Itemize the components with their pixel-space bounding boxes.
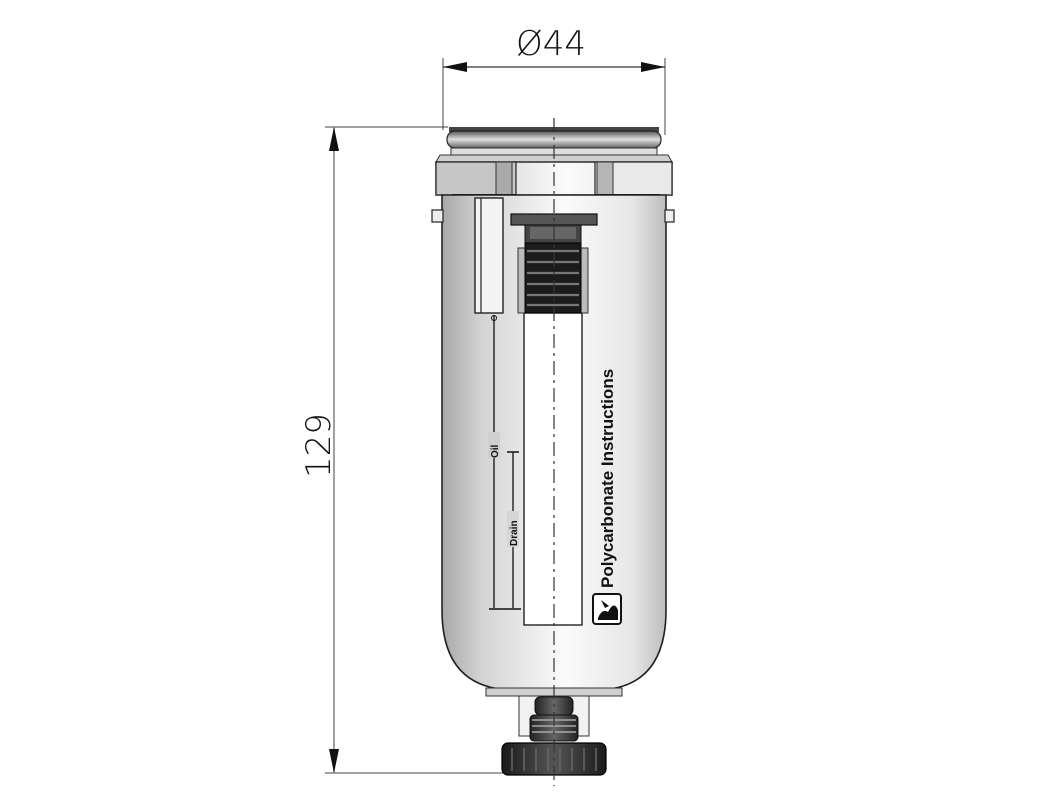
diameter-label: Ø44 [516,24,586,64]
instructions-label: Polycarbonate Instructions [598,369,617,588]
height-dimension: 129 [299,126,505,774]
height-label: 129 [299,413,339,478]
diameter-dimension: Ø44 [442,24,666,135]
right-tab [664,209,675,223]
drain-label: Drain [509,520,520,546]
collar [435,161,673,196]
left-tab [431,209,444,223]
level-markers: Oil Drain [488,315,521,610]
oil-label: Oil [490,444,501,458]
instructions-label-group: Polycarbonate Instructions [592,369,622,625]
level-window [474,197,504,314]
center-tube [510,213,598,626]
warning-read-manual-icon [592,593,622,625]
drain-valve [501,695,607,776]
